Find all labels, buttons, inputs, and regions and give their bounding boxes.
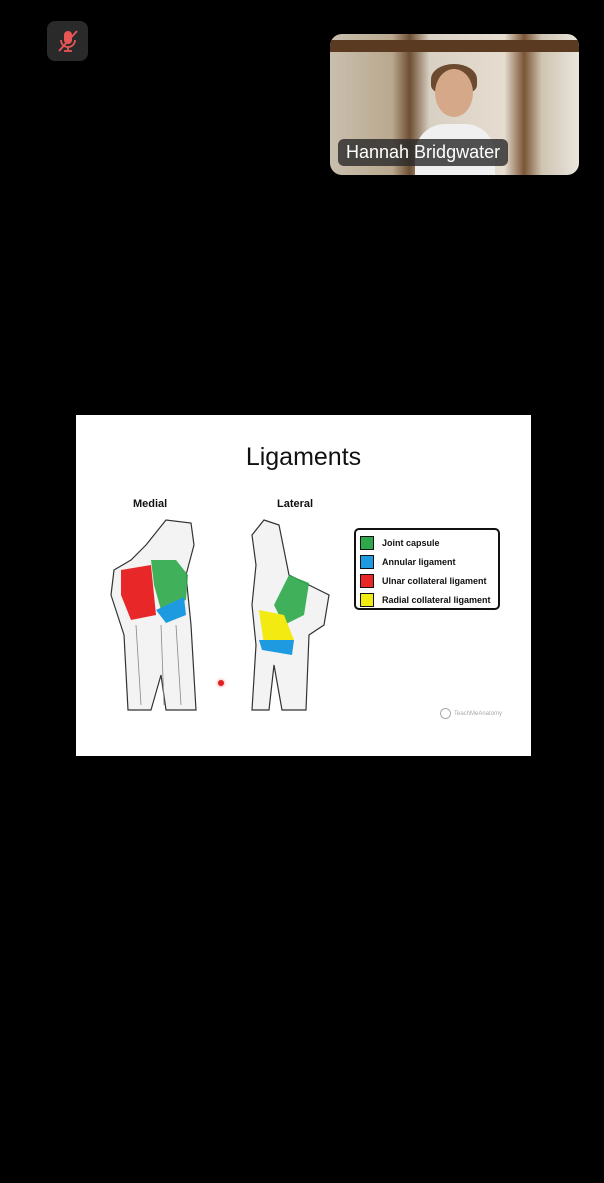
participant-video-tile[interactable]: Hannah Bridgwater [330,34,579,175]
legend-swatch [360,554,374,569]
legend-label: Annular ligament [382,556,456,567]
watermark-text: TeachMeAnatomy [454,710,503,717]
medial-elbow-illustration [110,519,197,711]
legend-item: Annular ligament [360,552,494,571]
lateral-elbow-illustration [251,519,330,711]
participant-name: Hannah Bridgwater [338,139,509,166]
legend-item: Ulnar collateral ligament [360,571,494,590]
lateral-label: Lateral [277,498,314,510]
legend-item: Radial collateral ligament [360,590,494,609]
legend-label: Ulnar collateral ligament [382,575,487,586]
legend-swatch [360,592,374,607]
mic-muted-icon [57,30,78,52]
shared-screen-slide: Ligaments Medial Lateral Joint capsule A… [76,415,531,756]
watermark: TeachMeAnatomy [440,708,502,719]
legend: Joint capsule Annular ligament Ulnar col… [354,528,500,610]
legend-item: Joint capsule [360,533,494,552]
legend-swatch [360,573,374,588]
copyright-icon [440,708,451,719]
legend-label: Joint capsule [382,537,440,548]
mute-toggle-button[interactable] [47,21,88,61]
slide-title: Ligaments [245,443,362,471]
legend-swatch [360,535,374,550]
background-beam [330,40,579,52]
medial-label: Medial [133,498,168,510]
legend-label: Radial collateral ligament [382,594,491,605]
laser-pointer [218,680,224,686]
